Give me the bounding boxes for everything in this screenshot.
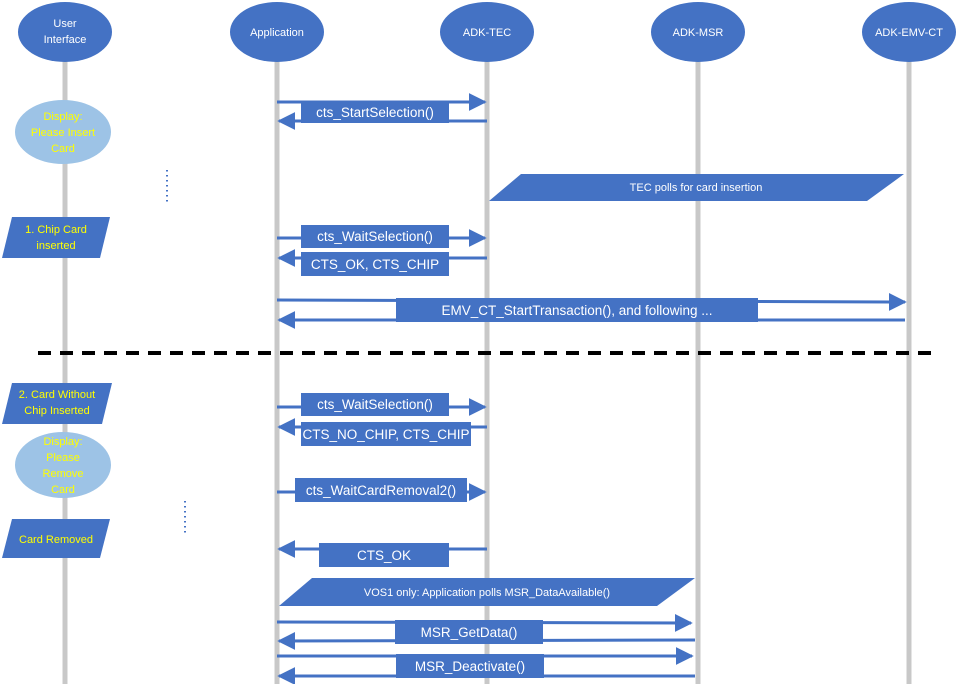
participant-label-line: Interface: [44, 34, 87, 46]
ui-state-line: Chip Inserted: [24, 405, 89, 417]
ui-state-line: Card: [51, 484, 75, 496]
participant-ellipse: [230, 2, 324, 62]
participant-adk-msr: ADK-MSR: [651, 2, 745, 62]
message-label: cts_WaitSelection(): [317, 397, 433, 412]
participant-label-line: ADK-MSR: [673, 27, 724, 39]
message-wait-selection-1: cts_WaitSelection(): [277, 225, 487, 248]
ui-state-line: 1. Chip Card: [25, 224, 87, 236]
ui-state-display-insert: Display: Please Insert Card: [15, 100, 111, 164]
participant-ellipse: [862, 2, 956, 62]
message-msr-deactivate: MSR_Deactivate(): [277, 647, 695, 684]
lifelines: [62, 60, 912, 684]
message-box: [396, 298, 758, 322]
message-box: [396, 654, 544, 678]
note-parallelogram: [279, 578, 695, 606]
participant-ellipse: [651, 2, 745, 62]
message-wait-selection-2: cts_WaitSelection(): [277, 393, 487, 416]
ui-state-parallelogram: [2, 217, 110, 258]
message-msr-getdata: MSR_GetData(): [276, 613, 696, 650]
participant-ellipse: [440, 2, 534, 62]
ui-state-line: Card: [51, 143, 75, 155]
message-box: [395, 620, 543, 644]
participant-label-line: ADK-TEC: [463, 27, 511, 39]
note-label: TEC polls for card insertion: [630, 182, 763, 194]
message-label: CTS_OK: [357, 548, 411, 563]
ui-state-line: inserted: [36, 240, 75, 252]
message-label: MSR_Deactivate(): [415, 659, 525, 674]
participant-adk-tec: ADK-TEC: [440, 2, 534, 62]
ui-state-no-chip-inserted: 2. Card Without Chip Inserted: [2, 383, 112, 424]
participant-label-line: User: [53, 18, 77, 30]
message-box: [295, 478, 467, 502]
ui-state-line: Display:: [43, 436, 82, 448]
ui-state-parallelogram: [2, 519, 110, 558]
participant-ui: User Interface: [18, 2, 112, 62]
message-label: MSR_GetData(): [421, 625, 518, 640]
ui-state-line: 2. Card Without: [19, 389, 95, 401]
note-tec-polls: TEC polls for card insertion: [489, 174, 904, 201]
ui-state-chip-inserted: 1. Chip Card inserted: [2, 217, 110, 258]
message-cts-ok: CTS_OK: [277, 540, 487, 567]
participant-adk-emv-ct: ADK-EMV-CT: [862, 2, 956, 62]
message-label: EMV_CT_StartTransaction(), and following…: [441, 303, 712, 318]
message-label: cts_StartSelection(): [316, 105, 434, 120]
message-box: [301, 422, 471, 446]
ui-state-ellipse: [15, 432, 111, 498]
message-box: [301, 252, 449, 276]
participant-ellipse: [18, 2, 112, 62]
ui-state-parallelogram: [2, 383, 112, 424]
message-no-chip: CTS_NO_CHIP, CTS_CHIP: [277, 418, 487, 446]
message-label: cts_WaitCardRemoval2(): [306, 483, 456, 498]
participant-application: Application: [230, 2, 324, 62]
participant-label-line: Application: [250, 27, 304, 39]
message-box: [301, 101, 449, 123]
message-cts-ok-chip: CTS_OK, CTS_CHIP: [277, 249, 487, 276]
ui-state-card-removed: Card Removed: [2, 519, 110, 558]
note-label: VOS1 only: Application polls MSR_DataAva…: [364, 587, 610, 599]
message-label: CTS_NO_CHIP, CTS_CHIP: [302, 427, 469, 442]
ui-state-line: Please: [46, 452, 80, 464]
note-vos1-polls: VOS1 only: Application polls MSR_DataAva…: [279, 578, 695, 606]
ui-state-ellipse: [15, 100, 111, 164]
ui-state-line: Display:: [43, 111, 82, 123]
message-label: CTS_OK, CTS_CHIP: [311, 257, 439, 272]
message-start-selection: cts_StartSelection(): [277, 93, 487, 130]
note-parallelogram: [489, 174, 904, 201]
ui-state-line: Card Removed: [19, 534, 93, 546]
message-label: cts_WaitSelection(): [317, 229, 433, 244]
message-box: [301, 225, 449, 248]
message-box: [319, 543, 449, 567]
message-emv-start: EMV_CT_StartTransaction(), and following…: [276, 292, 907, 329]
ui-state-line: Please Insert: [31, 127, 95, 139]
message-wait-removal: cts_WaitCardRemoval2(): [277, 478, 487, 502]
participant-label-line: ADK-EMV-CT: [875, 27, 943, 39]
message-box: [301, 393, 449, 416]
ui-state-line: Remove: [43, 468, 84, 480]
ui-state-display-remove: Display: Please Remove Card: [15, 432, 111, 498]
